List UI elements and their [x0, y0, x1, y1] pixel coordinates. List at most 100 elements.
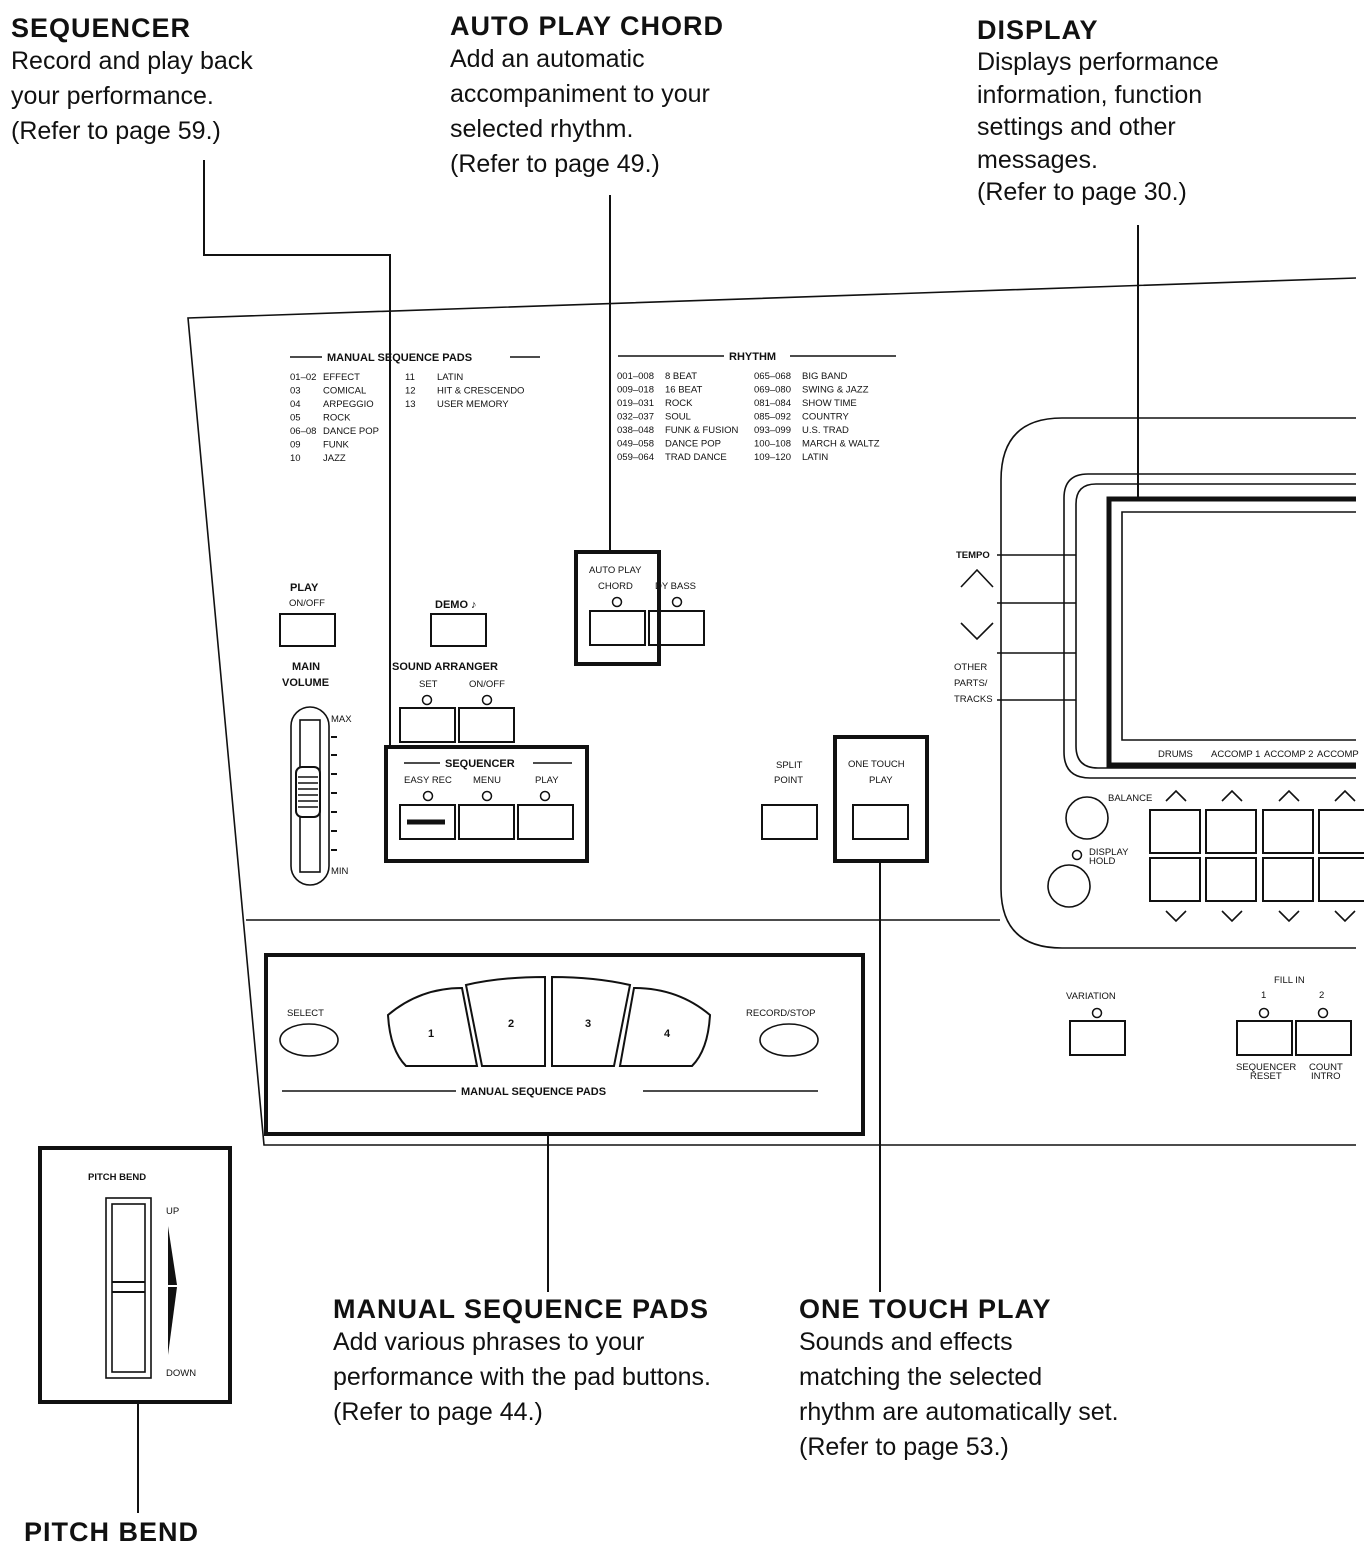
pitch-bend-wheel[interactable] [111, 1203, 146, 1373]
record-stop-button[interactable] [759, 1023, 819, 1057]
record-stop-label: RECORD/STOP [746, 1008, 816, 1019]
display-hold-led [1071, 849, 1083, 861]
rhythm-list-item-name: 16 BEAT [665, 385, 703, 396]
balance-knob[interactable] [1065, 796, 1109, 840]
display-function-button[interactable] [1205, 857, 1257, 902]
rhythm-list-item-name: LATIN [802, 452, 828, 463]
select-button[interactable] [279, 1023, 339, 1057]
pad-3[interactable] [551, 975, 632, 1067]
display-function-button[interactable] [1149, 809, 1201, 854]
display-up-arrow [1165, 789, 1187, 802]
rhythm-list-item-num: 100–108 [754, 439, 791, 450]
display-bezel [1063, 473, 1356, 779]
rhythm-list-item-num: 109–120 [754, 452, 791, 463]
demo-button[interactable] [430, 613, 487, 647]
display-function-button[interactable] [1318, 809, 1364, 854]
auto-play-chord-button[interactable] [589, 610, 646, 646]
rhythm-list-item-name: SWING & JAZZ [802, 385, 869, 396]
display-tab-label: ACCOMP 2 [1264, 749, 1313, 760]
callout-description: Record and play back your performance. (… [11, 47, 253, 145]
reset-label: RESET [1250, 1071, 1282, 1082]
volume-slider-knob[interactable] [295, 766, 321, 818]
pitch-bend-frame [105, 1197, 152, 1379]
set-led [421, 694, 433, 706]
pitch-up-arrow [168, 1226, 177, 1285]
menu-button[interactable] [458, 804, 515, 840]
display-console-outline [1000, 417, 1356, 949]
tempo-up-button[interactable] [960, 568, 994, 588]
rhythm-list-item-num: 009–018 [617, 385, 654, 396]
variation-led [1091, 1007, 1103, 1019]
sound-arranger-onoff-button[interactable] [458, 707, 515, 743]
msp-list-item-num: 05 [290, 413, 301, 424]
split-point-button[interactable] [761, 804, 818, 840]
display-up-arrow [1334, 789, 1356, 802]
rhythm-list-item-name: 8 BEAT [665, 371, 697, 382]
display-up-arrow [1221, 789, 1243, 802]
rhythm-list-item-name: COUNTRY [802, 412, 849, 423]
pad-4[interactable] [618, 986, 712, 1067]
play-onoff-button[interactable] [279, 613, 336, 647]
menu-led [481, 790, 493, 802]
rhythm-list-heading: RHYTHM [729, 351, 776, 363]
pad-2[interactable] [464, 975, 546, 1067]
play-onoff-label: ON/OFF [289, 598, 325, 609]
display-function-button[interactable] [1262, 857, 1314, 902]
easy-rec-led [422, 790, 434, 802]
easy-rec-label: EASY REC [404, 775, 452, 786]
rhythm-list-item-name: FUNK & FUSION [665, 425, 739, 436]
display-down-arrow [1278, 910, 1300, 923]
main-volume-label: MAIN [292, 661, 320, 673]
rhythm-list-item-num: 038–048 [617, 425, 654, 436]
volume-label: VOLUME [282, 677, 329, 689]
callout-display: DISPLAY Displays performance information… [977, 14, 1219, 209]
rhythm-list-item-num: 001–008 [617, 371, 654, 382]
rhythm-list-item-num: 069–080 [754, 385, 791, 396]
msp-list-item-name: EFFECT [323, 372, 360, 383]
display-function-button[interactable] [1318, 857, 1364, 902]
sequencer-leader-line [203, 160, 391, 745]
intro-label: INTRO [1311, 1071, 1341, 1082]
play-label: PLAY [290, 582, 319, 594]
pad-1-number: 1 [428, 1028, 434, 1040]
dy-bass-led [671, 596, 683, 608]
rhythm-list-item-num: 085–092 [754, 412, 791, 423]
rhythm-list-item-num: 049–058 [617, 439, 654, 450]
callout-description: Add various phrases to your performance … [333, 1328, 712, 1426]
fill-in-2-label: 2 [1319, 990, 1324, 1001]
fill-in-1-button[interactable] [1236, 1020, 1293, 1056]
display-screen[interactable] [1121, 511, 1356, 741]
display-function-button[interactable] [1262, 809, 1314, 854]
pitch-down-label: DOWN [166, 1368, 196, 1379]
count-label: COUNT [1309, 1062, 1343, 1073]
variation-button[interactable] [1069, 1020, 1126, 1056]
msp-list-item-num: 12 [405, 386, 416, 397]
variation-label: VARIATION [1066, 991, 1116, 1002]
sound-arranger-led [481, 694, 493, 706]
msp-list-heading: MANUAL SEQUENCE PADS [327, 352, 472, 364]
pitch-up-label: UP [166, 1206, 179, 1217]
demo-label: DEMO ♪ [435, 599, 477, 611]
fill-in-1-label: 1 [1261, 990, 1266, 1001]
sequencer-play-label: PLAY [535, 775, 559, 786]
sound-arranger-set-button[interactable] [399, 707, 456, 743]
auto-play-highlight [574, 550, 661, 666]
sequencer-play-button[interactable] [517, 804, 574, 840]
msp-list-item-num: 09 [290, 440, 301, 451]
display-hold-label: DISPLAY [1089, 847, 1129, 858]
volume-slider-frame [290, 706, 330, 886]
pad-1[interactable] [386, 986, 479, 1067]
tempo-down-button[interactable] [960, 622, 994, 641]
display-function-button[interactable] [1205, 809, 1257, 854]
one-touch-play-button[interactable] [852, 804, 909, 840]
msp-list-item-name: JAZZ [323, 453, 346, 464]
display-hold-knob[interactable] [1047, 864, 1091, 908]
fill-in-2-button[interactable] [1295, 1020, 1352, 1056]
msp-list-item-num: 06–08 [290, 426, 316, 437]
pad-4-number: 4 [664, 1028, 671, 1040]
display-function-button[interactable] [1149, 857, 1201, 902]
pads-highlight [264, 953, 865, 1136]
pad-2-number: 2 [508, 1018, 514, 1030]
